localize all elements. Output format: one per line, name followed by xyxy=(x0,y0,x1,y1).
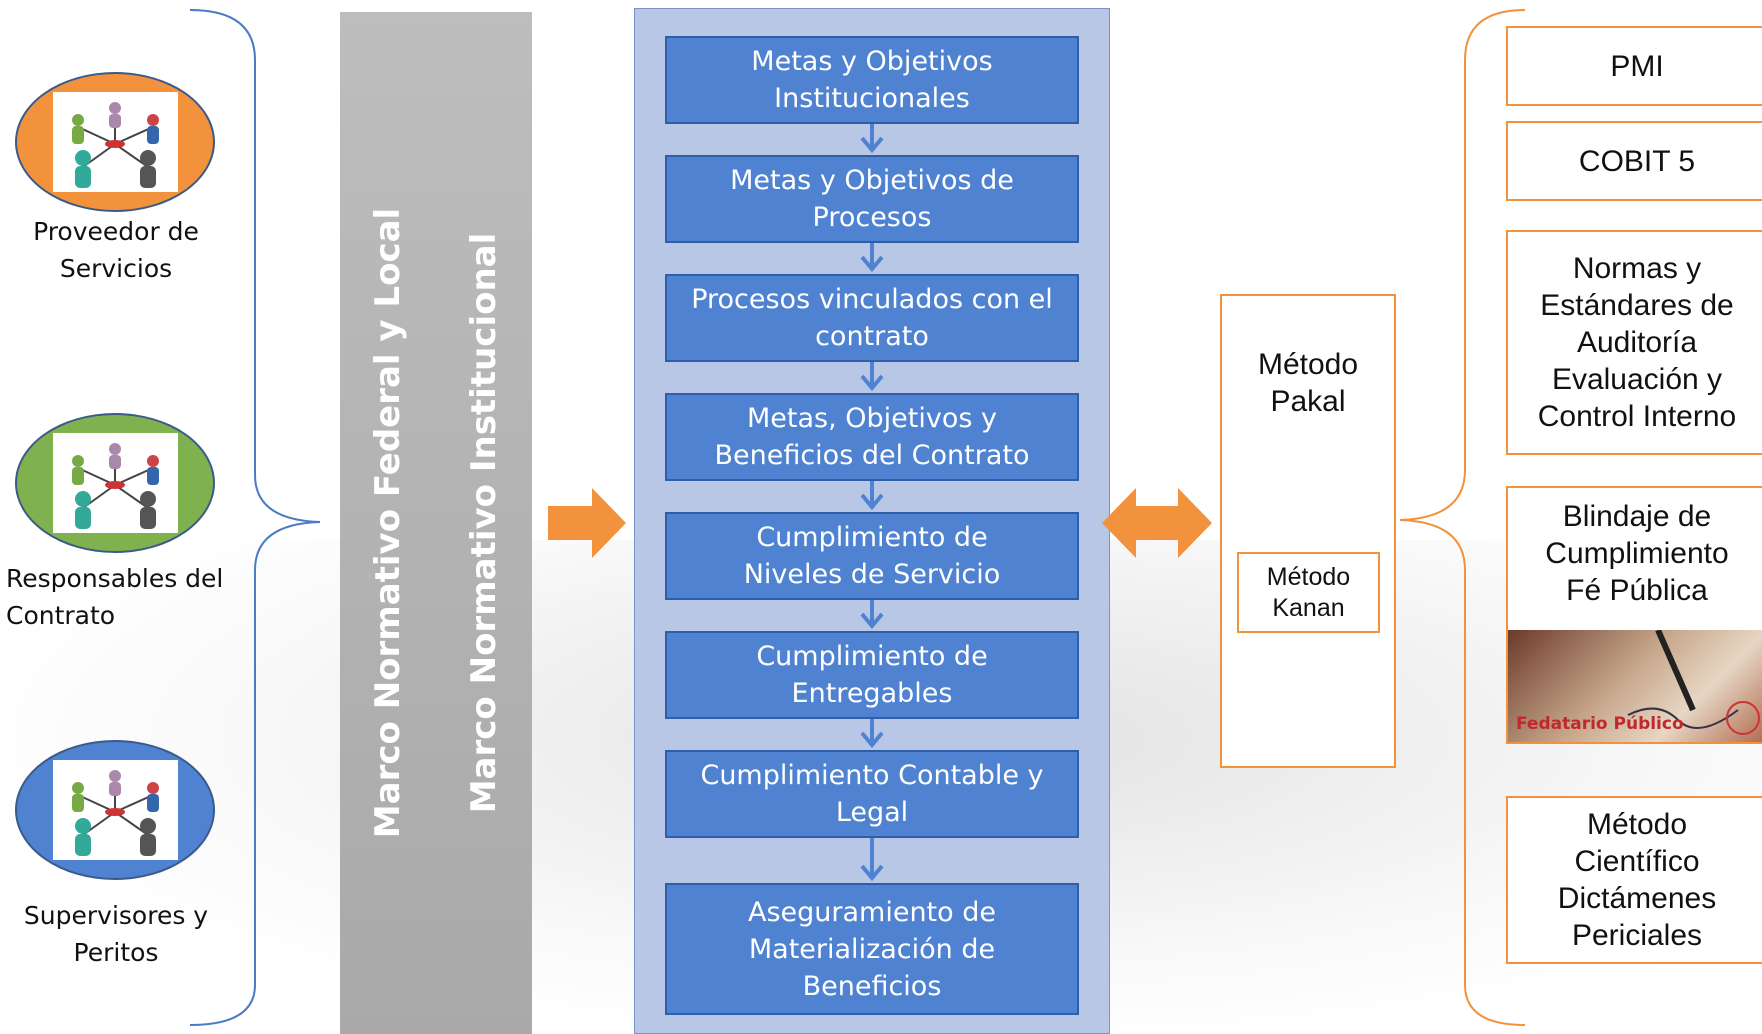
stakeholder-oval-supervisores xyxy=(15,740,215,880)
pen-signature-icon xyxy=(1627,630,1760,735)
people-network-icon xyxy=(52,92,178,192)
step-connectors xyxy=(860,124,884,882)
stakeholder-label-supervisores: Supervisores y Peritos xyxy=(23,901,209,967)
double-arrow-icon xyxy=(1102,488,1212,558)
standard-metodo-cientifico: Método Científico Dictámenes Periciales xyxy=(1506,796,1762,964)
method-pakal-box: Método Pakal Método Kanan xyxy=(1220,294,1396,768)
method-pakal-label: Método Pakal xyxy=(1257,348,1359,418)
people-network-icon xyxy=(52,760,178,860)
process-step-1: Metas y Objetivos Institucionales xyxy=(665,36,1079,124)
right-bracket xyxy=(1399,9,1526,1026)
standard-cobit: COBIT 5 xyxy=(1506,121,1762,201)
framework-label-federal-local: Marco Normativo Federal y Local xyxy=(368,207,408,839)
process-step-6: Cumplimiento de Entregables xyxy=(665,631,1079,719)
framework-label-institucional: Marco Normativo Institucional xyxy=(464,232,504,814)
standard-normas-auditoria: Normas y Estándares de Auditoría Evaluac… xyxy=(1506,230,1762,455)
notary-image: Fedatario Público xyxy=(1508,630,1762,742)
framework-bar-federal-local: Marco Normativo Federal y Local xyxy=(340,12,436,1034)
chevron-down-icon xyxy=(860,124,884,154)
process-step-2: Metas y Objetivos de Procesos xyxy=(665,155,1079,243)
left-bracket xyxy=(189,9,321,1026)
chevron-down-icon xyxy=(860,600,884,630)
notary-caption: Fedatario Público xyxy=(1516,714,1684,734)
stakeholder-oval-responsables xyxy=(15,413,215,553)
framework-bar-institucional: Marco Normativo Institucional xyxy=(436,12,532,1034)
process-step-5: Cumplimiento de Niveles de Servicio xyxy=(665,512,1079,600)
chevron-down-icon xyxy=(860,481,884,511)
stakeholder-label-proveedor: Proveedor de Servicios xyxy=(33,217,199,283)
process-step-4: Metas, Objetivos y Beneficios del Contra… xyxy=(665,393,1079,481)
process-step-7: Cumplimiento Contable y Legal xyxy=(665,750,1079,838)
stakeholder-label-responsables: Responsables del Contrato xyxy=(6,564,224,630)
process-step-3: Procesos vinculados con el contrato xyxy=(665,274,1079,362)
process-step-8: Aseguramiento de Materialización de Bene… xyxy=(665,883,1079,1015)
stakeholder-oval-proveedor xyxy=(15,72,215,212)
method-kanan-box: Método Kanan xyxy=(1237,552,1380,633)
arrow-right-icon xyxy=(548,488,626,558)
standard-blindaje-box: Blindaje de Cumplimiento Fé Pública Feda… xyxy=(1506,486,1762,744)
chevron-down-icon xyxy=(860,838,884,882)
chevron-down-icon xyxy=(860,362,884,392)
standard-blindaje-label: Blindaje de Cumplimiento Fé Pública xyxy=(1545,500,1729,607)
chevron-down-icon xyxy=(860,243,884,273)
people-network-icon xyxy=(52,433,178,533)
chevron-down-icon xyxy=(860,719,884,749)
standard-pmi: PMI xyxy=(1506,26,1762,106)
